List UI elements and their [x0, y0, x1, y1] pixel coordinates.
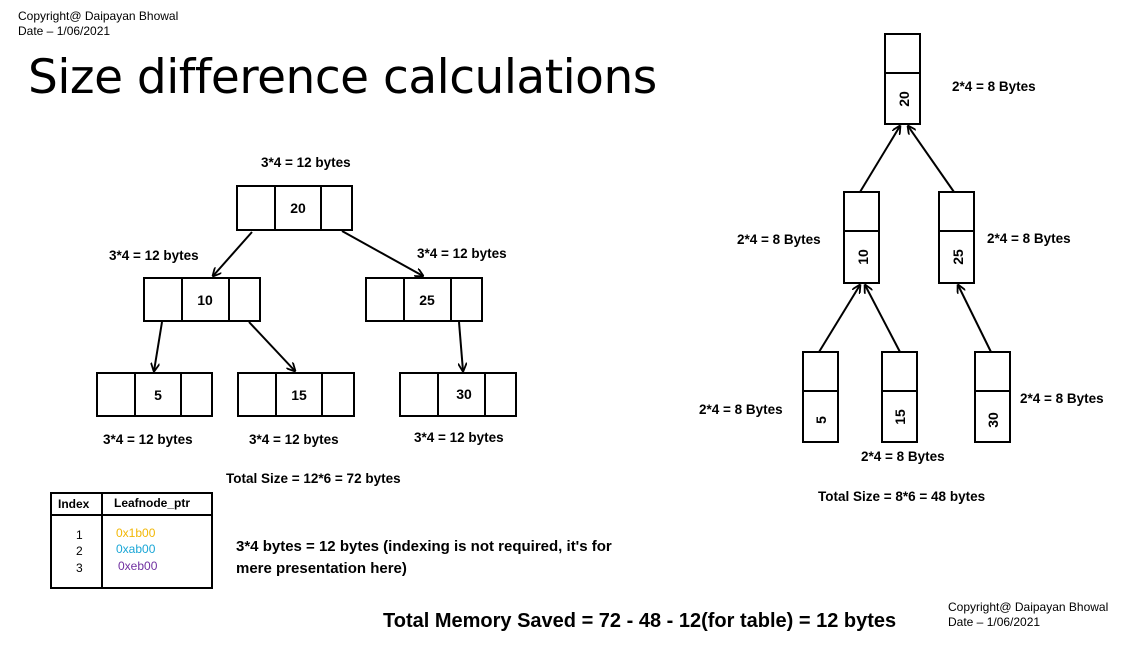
left-node-5-value: 5: [154, 387, 162, 403]
right-node5-size-label: 2*4 = 8 Bytes: [699, 402, 783, 417]
right-node-20-value: 20: [896, 91, 912, 107]
table-size-note: 3*4 bytes = 12 bytes (indexing is not re…: [236, 538, 612, 577]
table-row-1-ptr: 0x1b00: [116, 526, 156, 540]
left-node-20: [236, 185, 353, 231]
page-title: Size difference calculations: [28, 50, 657, 105]
table-header-leafnode-ptr: Leafnode_ptr: [114, 496, 191, 510]
left-edge-10-15: [248, 321, 295, 371]
right-edge-15-10: [865, 285, 901, 353]
right-edge-10-20: [859, 126, 900, 193]
left-node-20-value: 20: [290, 200, 306, 216]
left-node5-size-label: 3*4 = 12 bytes: [103, 432, 193, 447]
right-node-5: [802, 351, 839, 443]
left-edge-25-30: [459, 321, 463, 371]
header-copyright: Copyright@ Daipayan Bhowal Date – 1/06/2…: [18, 9, 178, 39]
right-edge-25-20: [908, 126, 955, 193]
right-node-25-value: 25: [950, 249, 966, 265]
right-node-10: [843, 191, 880, 284]
right-node-10-value: 10: [855, 249, 871, 265]
right-node15-size-label: 2*4 = 8 Bytes: [861, 449, 945, 464]
left-node15-size-label: 3*4 = 12 bytes: [249, 432, 339, 447]
left-node10-size-label: 3*4 = 12 bytes: [109, 248, 199, 263]
date-text: Date – 1/06/2021: [18, 24, 111, 38]
right-node-15: [881, 351, 918, 443]
table-row-1-index: 1: [76, 528, 83, 542]
left-node-25: [365, 277, 483, 322]
copyright-text: Copyright@ Daipayan Bhowal: [18, 9, 179, 23]
left-node25-size-label: 3*4 = 12 bytes: [417, 246, 507, 261]
right-edge-30-25: [958, 285, 992, 353]
right-root-size-label: 2*4 = 8 Bytes: [952, 79, 1036, 94]
right-node25-size-label: 2*4 = 8 Bytes: [987, 231, 1071, 246]
table-row-2-ptr: 0xab00: [116, 542, 156, 556]
left-total-size: Total Size = 12*6 = 72 bytes: [226, 471, 401, 486]
index-table: Index Leafnode_ptr 1 2 3 0x1b00 0xab00 0…: [50, 492, 213, 589]
left-edge-10-5: [154, 321, 163, 371]
right-node-25: [938, 191, 975, 284]
right-node-20: [884, 33, 921, 125]
table-row-2-index: 2: [76, 544, 83, 558]
table-row-3-ptr: 0xeb00: [118, 559, 158, 573]
right-node10-size-label: 2*4 = 8 Bytes: [737, 232, 821, 247]
right-node-15-value: 15: [892, 409, 908, 425]
right-node30-size-label: 2*4 = 8 Bytes: [1020, 391, 1104, 406]
total-memory-saved: Total Memory Saved = 72 - 48 - 12(for ta…: [383, 610, 897, 632]
table-header-index: Index: [58, 497, 90, 511]
right-node-5-value: 5: [813, 416, 829, 424]
left-node-30-value: 30: [456, 386, 472, 402]
left-node-30: [399, 372, 517, 417]
right-total-size: Total Size = 8*6 = 48 bytes: [818, 489, 986, 504]
right-node-30-value: 30: [985, 412, 1001, 428]
footer-copyright-text: Copyright@ Daipayan Bhowal: [948, 600, 1109, 614]
footer-date-text: Date – 1/06/2021: [948, 615, 1041, 629]
right-edge-5-10: [818, 285, 860, 353]
left-node-5: [96, 372, 213, 417]
footer-copyright: Copyright@ Daipayan Bhowal Date – 1/06/2…: [948, 600, 1108, 630]
left-edge-20-25: [341, 230, 423, 276]
left-edge-20-10: [213, 231, 253, 276]
right-node-30: [974, 351, 1011, 443]
table-row-3-index: 3: [76, 561, 83, 575]
left-node-10-value: 10: [197, 292, 213, 308]
left-node-15-value: 15: [291, 387, 307, 403]
left-node-25-value: 25: [419, 292, 435, 308]
left-node30-size-label: 3*4 = 12 bytes: [414, 430, 504, 445]
left-root-size-label: 3*4 = 12 bytes: [261, 155, 351, 170]
left-node-10: [143, 277, 261, 322]
